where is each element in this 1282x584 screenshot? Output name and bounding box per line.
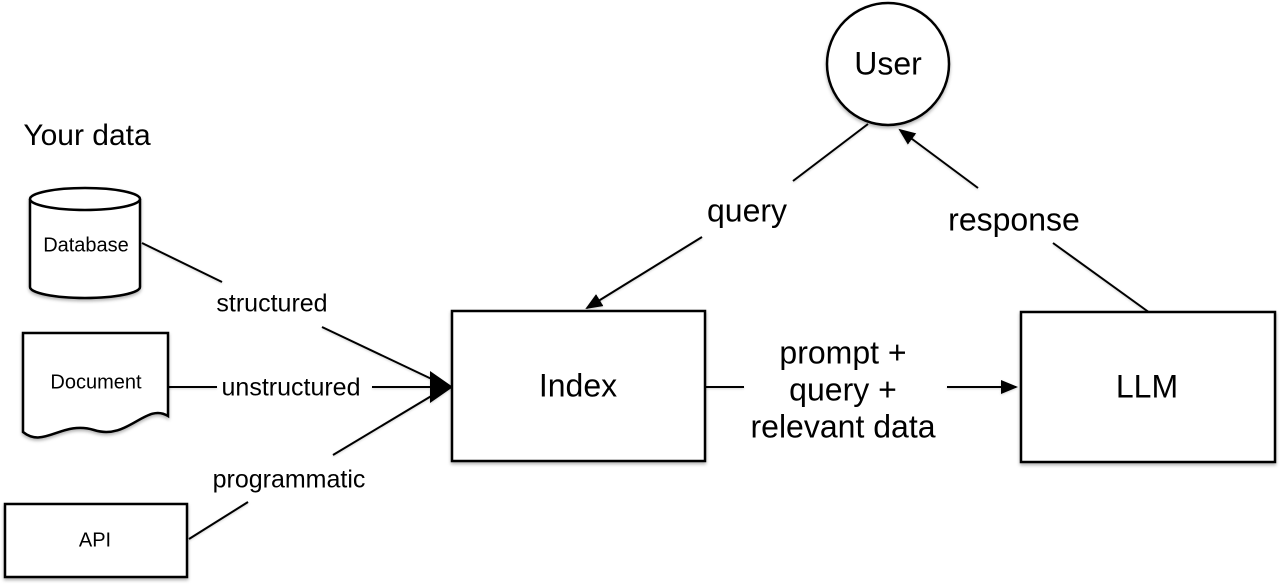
section-label-your-data: Your data <box>23 118 151 152</box>
llm-box-shape <box>1019 310 1277 464</box>
document-node-label: Document <box>50 371 142 394</box>
edge-structured-segment-1 <box>141 242 223 283</box>
edge-response-segment-1 <box>1052 242 1151 314</box>
edge-structured-segment-2 <box>321 326 439 383</box>
edge-programmatic-segment-1 <box>188 501 249 540</box>
prompt-label-line1: prompt + <box>779 334 907 371</box>
edge-query-segment-1 <box>792 123 869 182</box>
prompt-label-line3: relevant data <box>750 408 936 445</box>
edge-label-unstructured: unstructured <box>221 373 361 402</box>
index-node-label: Index <box>538 367 618 404</box>
edge-label-programmatic: programmatic <box>212 465 366 494</box>
edge-label-prompt-query-relevant-data: prompt + query + relevant data <box>750 335 935 446</box>
edge-label-query: query <box>706 192 788 229</box>
llm-node-label: LLM <box>1115 368 1179 405</box>
edge-label-structured: structured <box>216 289 328 318</box>
api-box-shape <box>3 502 189 579</box>
database-node-label: Database <box>43 234 129 257</box>
index-input-arrowhead-icon <box>430 371 453 403</box>
database-cylinder-shape <box>28 199 142 300</box>
edges-group <box>141 123 1151 540</box>
document-shape <box>21 331 170 439</box>
index-box-shape <box>450 309 707 463</box>
prompt-label-line2: query + <box>789 371 897 408</box>
database-cylinder-top <box>28 186 142 212</box>
nodes-group <box>3 1 1277 579</box>
edge-response-segment-2 <box>898 128 979 189</box>
api-node-label: API <box>78 529 112 552</box>
edge-label-response: response <box>948 201 1080 238</box>
edge-programmatic-segment-2 <box>332 391 439 456</box>
user-circle-shape <box>825 1 951 127</box>
user-node-label: User <box>854 45 922 82</box>
edge-query-segment-2 <box>585 236 703 310</box>
